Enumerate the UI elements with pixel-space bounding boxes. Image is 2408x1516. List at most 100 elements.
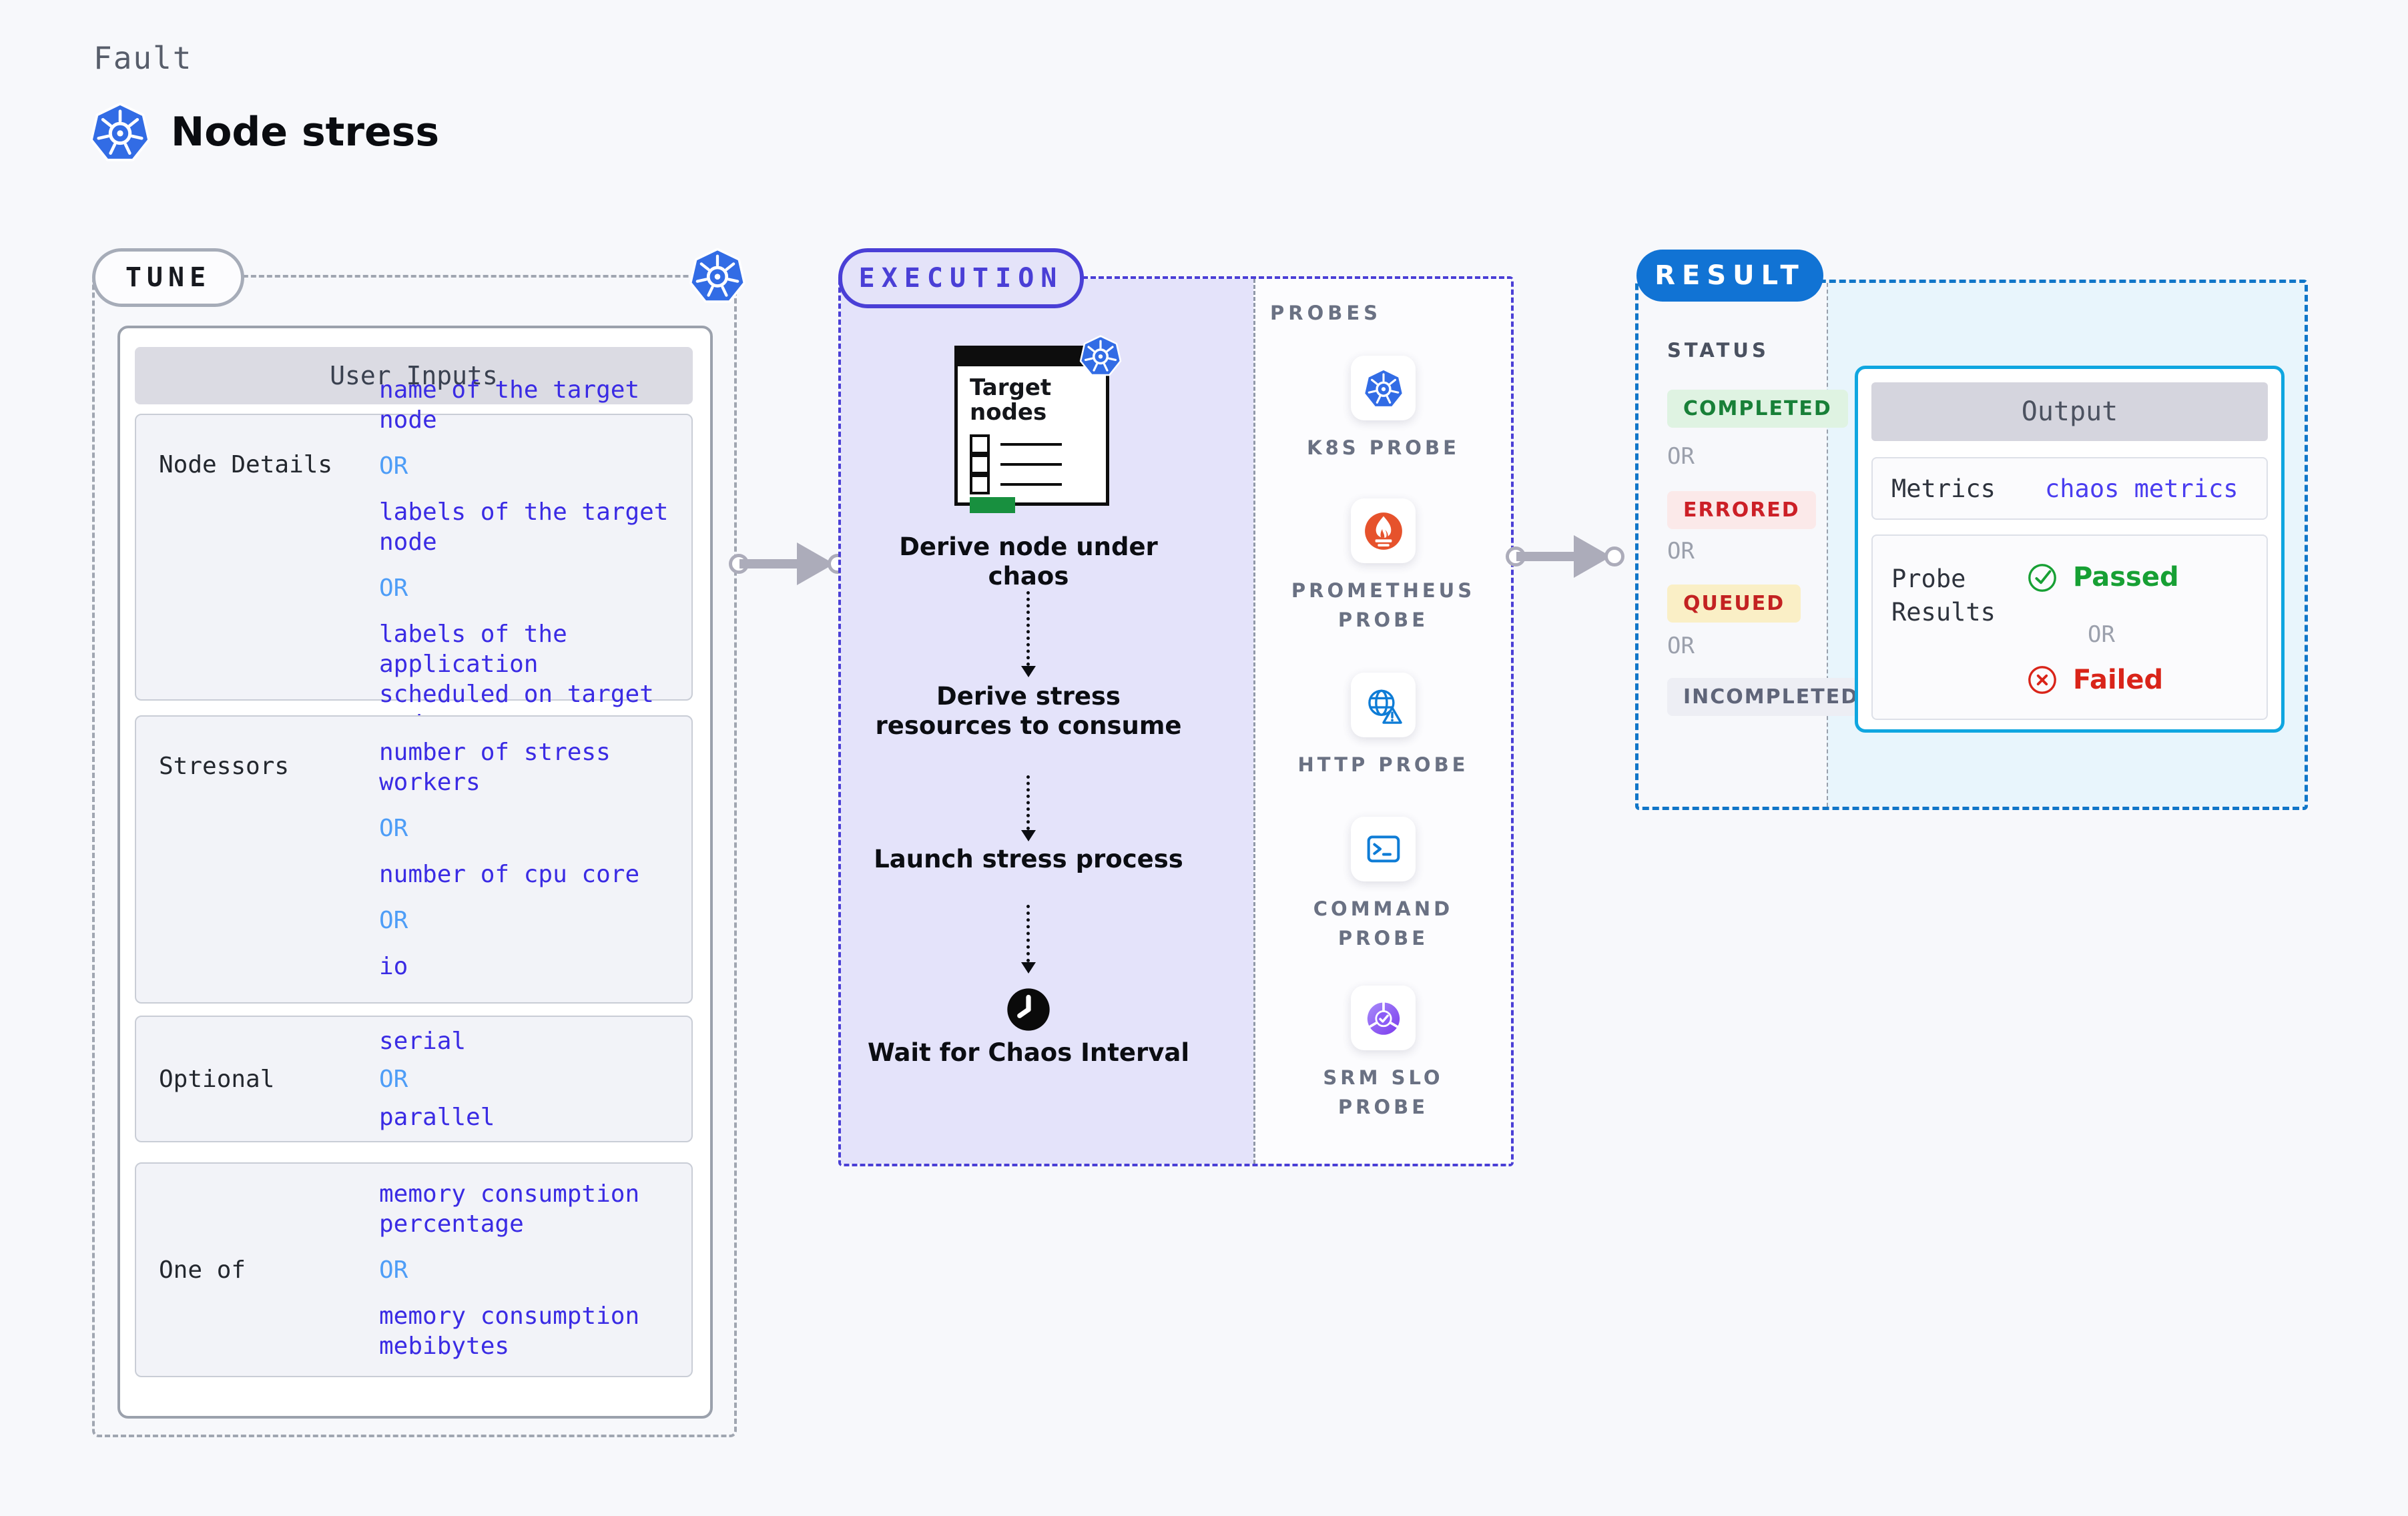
input-option: memory consumption mebibytes	[379, 1302, 640, 1360]
tune-section-box	[92, 275, 737, 1437]
target-nodes-card: Target nodes	[954, 346, 1109, 513]
failed-label: Failed	[2073, 665, 2164, 695]
or-separator: OR	[2088, 621, 2115, 648]
probe-result-failed: Failed	[2026, 664, 2163, 696]
row-label: Stressors	[159, 753, 290, 780]
probe-item-http: HTTP PROBE	[1255, 673, 1511, 780]
output-title: Output	[1871, 382, 2268, 441]
kubernetes-icon	[1351, 356, 1416, 420]
result-badge: RESULT	[1636, 250, 1823, 302]
kubernetes-icon	[689, 247, 746, 304]
probes-title: PROBES	[1270, 302, 1382, 324]
list-line	[1000, 463, 1062, 466]
input-row-node-details: Node Details name of the target node OR …	[135, 376, 693, 738]
checkbox-icon	[970, 474, 990, 494]
checklist-item	[970, 474, 1062, 494]
arrowhead-icon	[1021, 666, 1036, 677]
row-label: One of	[159, 1256, 246, 1284]
status-badge-completed: COMPLETED	[1667, 390, 1848, 428]
page-header: Node stress	[89, 101, 439, 163]
flow-step: Derive stress resources to consume	[875, 682, 1182, 741]
flow-arrow-line	[1026, 905, 1030, 962]
row-label: Optional	[159, 1065, 275, 1093]
connector-bar	[739, 559, 801, 568]
progress-bar	[970, 497, 1015, 513]
flow-step: Wait for Chaos Interval	[867, 1038, 1190, 1067]
metrics-label: Metrics	[1891, 474, 1996, 503]
page-title: Node stress	[171, 109, 440, 155]
list-line	[1000, 483, 1062, 486]
input-row-stressors: Stressors number of stress workers OR nu…	[135, 715, 693, 1004]
probe-label: SRM SLO PROBE	[1323, 1066, 1444, 1118]
arrowhead-icon	[1021, 962, 1036, 974]
probe-item-srm-slo: SRM SLO PROBE	[1255, 986, 1511, 1122]
output-card: Output Metrics chaos metrics Probe Resul…	[1855, 366, 2285, 733]
probes-pane: PROBES K8S PROBE PROMETHEUS PROBE HTTP P…	[1253, 279, 1511, 1164]
input-option: parallel	[379, 1103, 495, 1131]
input-row-one-of: One of memory consumption percentage OR …	[135, 1162, 693, 1377]
or-separator: OR	[379, 575, 408, 602]
input-option: serial	[379, 1027, 467, 1055]
checkbox-icon	[970, 454, 990, 474]
kubernetes-icon	[89, 101, 151, 163]
list-line	[1000, 443, 1062, 446]
row-label: Node Details	[159, 451, 333, 478]
checklist-item	[970, 454, 1062, 474]
kubernetes-icon	[1079, 334, 1122, 377]
user-inputs-card: User Inputs Node Details name of the tar…	[117, 326, 713, 1419]
target-nodes-title: Target nodes	[970, 374, 1052, 426]
probe-results-row: Probe Results Passed OR Failed	[1871, 534, 2268, 720]
input-option: name of the target node	[379, 376, 640, 434]
input-option: number of cpu core	[379, 861, 640, 888]
probe-label: K8S PROBE	[1307, 436, 1460, 459]
metrics-row: Metrics chaos metrics	[1871, 457, 2268, 520]
probe-item-command: COMMAND PROBE	[1255, 817, 1511, 953]
or-separator: OR	[379, 907, 408, 934]
fault-eyebrow: Fault	[93, 40, 193, 76]
slo-pie-icon	[1351, 986, 1416, 1050]
probe-result-passed: Passed	[2026, 561, 2179, 593]
flow-step: Derive node under chaos	[899, 532, 1158, 591]
arrowhead-icon	[1021, 830, 1036, 841]
tune-to-execution-arrow	[729, 537, 848, 591]
probe-item-prometheus: PROMETHEUS PROBE	[1255, 498, 1511, 635]
status-badge-incompleted: INCOMPLETED	[1667, 678, 1875, 716]
or-separator: OR	[379, 1065, 408, 1093]
connector-bar	[1516, 552, 1578, 561]
execution-badge: EXECUTION	[838, 248, 1084, 308]
probe-label: PROMETHEUS PROBE	[1291, 579, 1476, 631]
flow-step: Launch stress process	[874, 845, 1183, 873]
probe-label: HTTP PROBE	[1297, 753, 1469, 776]
tune-badge: TUNE	[92, 248, 244, 307]
connector-dot	[1604, 546, 1624, 566]
flow-arrow-line	[1026, 775, 1030, 830]
flow-arrow-line	[1026, 591, 1030, 666]
checkbox-icon	[970, 434, 990, 454]
or-separator: OR	[379, 1256, 408, 1284]
status-title: STATUS	[1667, 339, 1769, 362]
checklist-item	[970, 434, 1062, 454]
or-separator: OR	[1667, 538, 1695, 564]
passed-label: Passed	[2073, 562, 2179, 593]
metrics-value: chaos metrics	[2045, 474, 2238, 503]
probe-item-k8s: K8S PROBE	[1255, 356, 1511, 463]
input-option: labels of the target node	[379, 498, 669, 556]
x-circle-icon	[2026, 664, 2058, 696]
probe-results-label: Probe Results	[1891, 564, 1996, 627]
status-badge-queued: QUEUED	[1667, 585, 1801, 623]
terminal-icon	[1351, 817, 1416, 881]
status-badge-errored: ERRORED	[1667, 491, 1816, 529]
input-option: number of stress workers	[379, 739, 611, 796]
or-separator: OR	[379, 452, 408, 480]
clock-icon	[1006, 988, 1050, 1032]
execution-to-result-arrow	[1506, 530, 1624, 583]
prometheus-icon	[1351, 498, 1416, 563]
or-separator: OR	[1667, 633, 1695, 659]
probe-label: COMMAND PROBE	[1313, 897, 1454, 950]
input-option: memory consumption percentage	[379, 1180, 640, 1238]
http-globe-icon	[1351, 673, 1416, 737]
check-circle-icon	[2026, 561, 2058, 593]
input-option: labels of the application scheduled on t…	[379, 621, 654, 738]
input-row-optional: Optional serial OR parallel	[135, 1016, 693, 1142]
